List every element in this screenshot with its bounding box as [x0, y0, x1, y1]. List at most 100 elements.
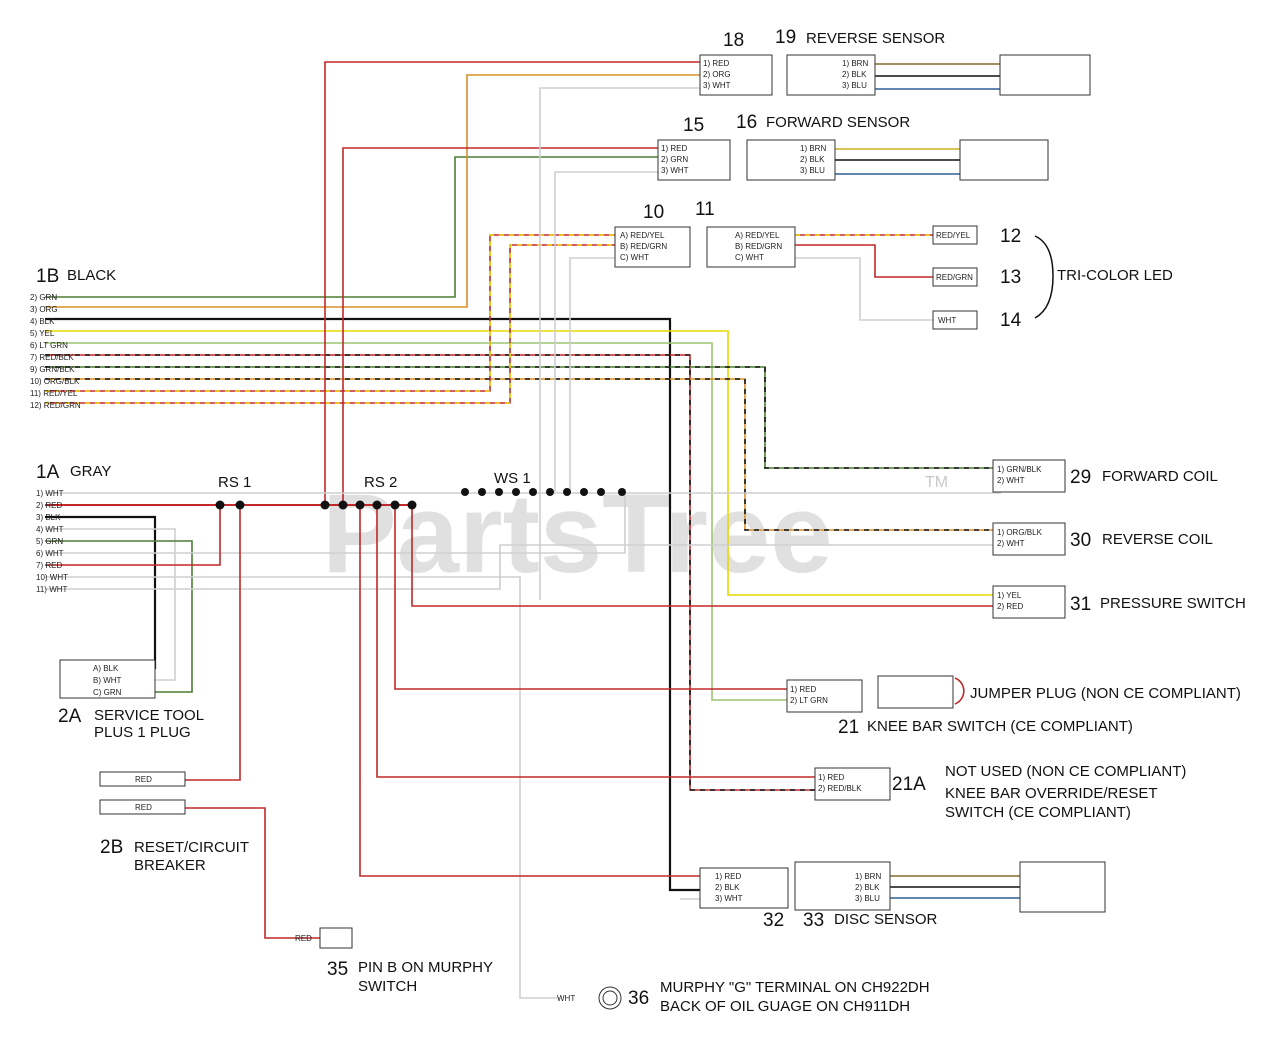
pin-2b-1: RED — [135, 775, 152, 784]
wire-1a-wht6 — [45, 492, 626, 554]
label-21a-line3: SWITCH (CE COMPLIANT) — [945, 804, 1131, 821]
wire-1a-wht11 — [45, 544, 1000, 590]
pin-1a-11: 11) WHT — [36, 585, 68, 594]
pin-33-2: 2) BLK — [855, 883, 880, 892]
wire-red-21 — [394, 505, 790, 690]
tri-led-brace — [1034, 235, 1054, 319]
pin-1a-10: 10) WHT — [36, 573, 68, 582]
pin-1b-2: 2) GRN — [30, 293, 57, 302]
pin-29-2: 2) WHT — [997, 476, 1025, 485]
label-16-name: FORWARD SENSOR — [766, 114, 910, 131]
pin-30-1: 1) ORG/BLK — [997, 528, 1043, 537]
splice-rs1-b — [235, 500, 245, 510]
pin-15-2: 2) GRN — [661, 155, 688, 164]
pin-1a-3: 3) BLK — [36, 513, 61, 522]
pin-10-b: B) RED/GRN — [620, 242, 667, 251]
connector-11 — [706, 226, 796, 268]
wire-1b-yel — [45, 330, 1000, 596]
splice-ws1-5 — [529, 488, 537, 496]
pin-15-1: 1) RED — [661, 144, 687, 153]
pin-19-2: 2) BLK — [842, 70, 867, 79]
splice-rs1-a — [215, 500, 225, 510]
connector-15 — [657, 139, 731, 181]
connectors — [59, 54, 1106, 1010]
wire-wht-10 — [569, 257, 615, 492]
splice-ws1-7 — [563, 488, 571, 496]
pin-18-1: 1) RED — [703, 59, 729, 68]
pin-36: WHT — [557, 994, 575, 1003]
jumper-loop — [954, 677, 965, 705]
sensor-body-19 — [999, 54, 1091, 96]
pin-1b-4: 4) BLK — [30, 317, 55, 326]
label-rs2: RS 2 — [364, 474, 397, 491]
label-35-line1: PIN B ON MURPHY — [358, 959, 493, 976]
pin-16-3: 3) BLU — [800, 166, 825, 175]
wire-1b-redblk-stripe — [45, 354, 815, 791]
pin-1b-7: 7) RED/BLK — [30, 353, 74, 362]
pin-15-3: 3) WHT — [661, 166, 689, 175]
watermark: PartsTree — [322, 471, 833, 596]
sensor-body-16 — [959, 139, 1049, 181]
wire-11-14 — [795, 257, 940, 321]
connector-29 — [992, 459, 1066, 493]
pin-11-b: B) RED/GRN — [735, 242, 782, 251]
pin-14: WHT — [938, 316, 956, 325]
pin-18-3: 3) WHT — [703, 81, 731, 90]
label-tri-color-led: TRI-COLOR LED — [1057, 267, 1173, 284]
pin-1a-6: 6) WHT — [36, 549, 64, 558]
pin-30-2: 2) WHT — [997, 539, 1025, 548]
pin-31-2: 2) RED — [997, 602, 1023, 611]
pin-33-1: 1) BRN — [855, 872, 881, 881]
label-15: 15 — [683, 115, 704, 136]
jumper-plug-body — [877, 675, 954, 709]
connector-30 — [992, 522, 1066, 556]
connector-2b-b — [99, 799, 186, 815]
label-ws1: WS 1 — [494, 470, 531, 487]
pin-32-3: 3) WHT — [715, 894, 743, 903]
wire-1a-red7 — [45, 505, 221, 566]
sensor-body-33 — [1019, 861, 1106, 913]
pin-21-1: 1) RED — [790, 685, 816, 694]
label-21a-line1: NOT USED (NON CE COMPLIANT) — [945, 763, 1186, 780]
pin-35: RED — [295, 934, 312, 943]
label-13: 13 — [1000, 267, 1021, 288]
label-35-line2: SWITCH — [358, 978, 417, 995]
splice-rs2-6 — [407, 500, 417, 510]
wire-1b-grn — [45, 156, 708, 298]
pin-1b-3: 3) ORG — [30, 305, 58, 314]
label-2b-line2: BREAKER — [134, 857, 206, 874]
label-30: 30 — [1070, 530, 1091, 551]
label-2b-line1: RESET/CIRCUIT — [134, 839, 249, 856]
label-36-line1: MURPHY "G" TERMINAL ON CH922DH — [660, 979, 930, 996]
wire-1b-redyel-stripe — [45, 234, 615, 392]
pin-1b-12: 12) RED/GRN — [30, 401, 81, 410]
splice-rs2-5 — [390, 500, 400, 510]
label-31-name: PRESSURE SWITCH — [1100, 595, 1246, 612]
label-32: 32 — [763, 910, 784, 931]
pin-18-2: 2) ORG — [703, 70, 731, 79]
label-35: 35 — [327, 959, 348, 980]
pin-10-a: A) RED/YEL — [620, 231, 665, 240]
connector-10 — [614, 226, 691, 268]
wire-1b-org — [45, 74, 700, 308]
splice-rs2-2 — [338, 500, 348, 510]
pin-16-2: 2) BLK — [800, 155, 825, 164]
connector-33 — [794, 861, 891, 911]
label-29-name: FORWARD COIL — [1102, 468, 1218, 485]
wire-1b-orgblk-stripe — [45, 378, 1000, 531]
pin-10-c: C) WHT — [620, 253, 649, 262]
wire-red-2b — [185, 505, 241, 781]
pin-13: RED/GRN — [936, 273, 973, 282]
wire-red-32 — [359, 505, 700, 877]
pin-2a-c: C) GRN — [93, 688, 122, 697]
label-36: 36 — [628, 988, 649, 1009]
